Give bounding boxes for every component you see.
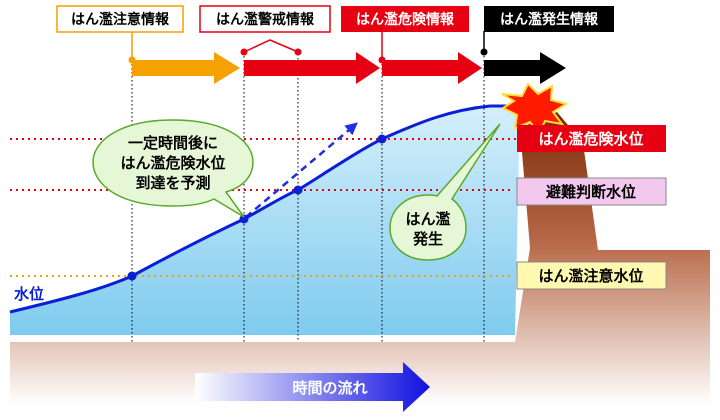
stage-label-chui-text: はん濫注意情報	[71, 11, 170, 28]
water-level-label: 水位	[14, 285, 44, 303]
time-flow-arrow: 時間の流れ	[195, 362, 430, 412]
prediction-callout-bubble	[92, 119, 254, 218]
stage-label-keikai: はん濫警戒情報	[199, 5, 331, 33]
flood-burst-icon	[500, 82, 569, 136]
prediction-callout-line-2: はん濫危険水位	[120, 154, 225, 172]
stage-label-chui: はん濫注意情報	[56, 5, 184, 33]
timeline-arrow-keikai	[244, 52, 380, 84]
flood-callout-bubble	[389, 123, 501, 261]
stage-label-hassei: はん濫発生情報	[484, 6, 614, 32]
level-label-chui: はん濫注意水位	[516, 261, 667, 290]
level-label-hinan-text: 避難判断水位	[546, 183, 636, 201]
timeline-arrow-chui	[132, 52, 240, 84]
point-kiken	[377, 134, 387, 144]
prediction-callout: 一定時間後に はん濫危険水位 到達を予測	[92, 119, 254, 218]
stage-label-keikai-text: はん濫警戒情報	[216, 11, 315, 28]
water-area	[10, 106, 520, 335]
stage-label-kiken-text: はん濫危険情報	[356, 11, 455, 28]
flood-callout-line-2: 発生	[412, 230, 443, 248]
prediction-arrow	[245, 122, 358, 218]
level-label-kiken-text: はん濫危険水位	[538, 130, 643, 148]
prediction-callout-line-1: 一定時間後に	[128, 134, 218, 152]
stage-label-kiken: はん濫危険情報	[341, 6, 469, 32]
label-connectors	[131, 31, 485, 60]
flood-callout: はん濫 発生	[389, 123, 501, 261]
curve-points	[127, 134, 387, 281]
stage-label-hassei-text: はん濫発生情報	[500, 11, 599, 28]
level-label-chui-text: はん濫注意水位	[538, 267, 643, 285]
connector-dots	[128, 48, 488, 64]
point-chui	[127, 271, 137, 281]
water-level-curve	[9, 104, 520, 314]
timeline-arrow-hassei	[484, 52, 566, 84]
point-hinan	[293, 185, 303, 195]
flood-callout-line-1: はん濫	[405, 210, 450, 228]
level-label-kiken: はん濫危険水位	[517, 125, 666, 152]
prediction-callout-line-3: 到達を予測	[135, 174, 210, 192]
level-label-hinan: 避難判断水位	[516, 177, 667, 206]
timeline-arrow-kiken	[382, 52, 482, 84]
point-keikai	[239, 214, 249, 224]
warning-timeline	[132, 52, 566, 84]
time-flow-label: 時間の流れ	[292, 379, 367, 397]
